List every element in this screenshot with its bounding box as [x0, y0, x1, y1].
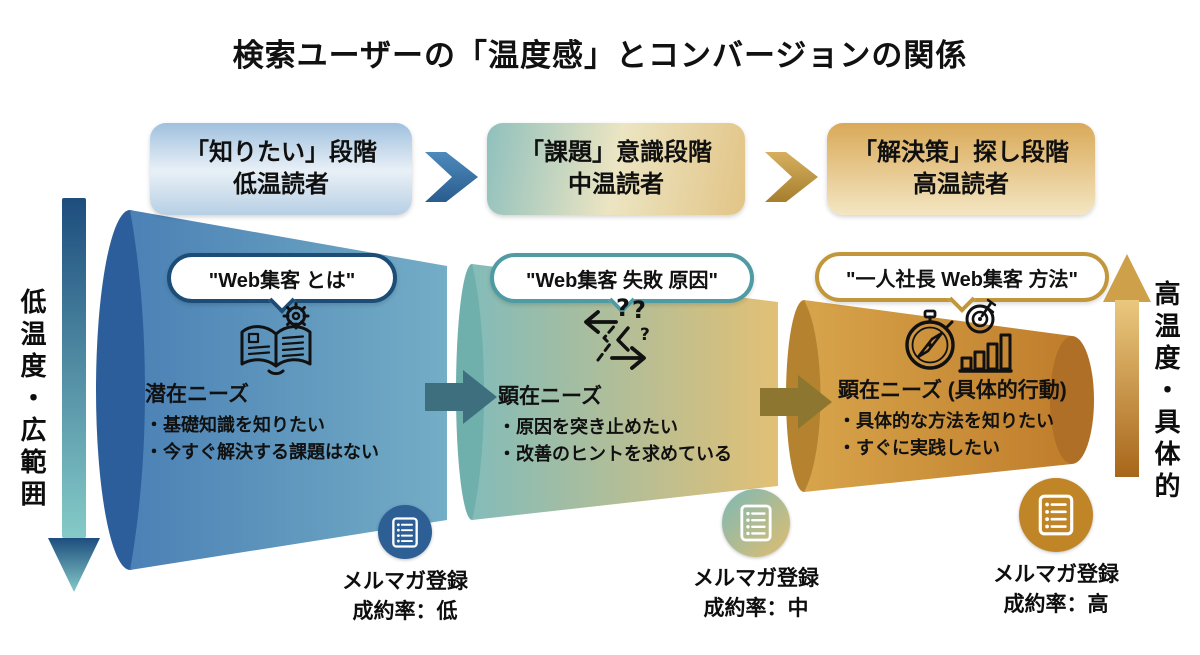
compass-target-chart-icon — [898, 294, 1016, 383]
svg-text:?: ? — [640, 325, 650, 345]
rate-label: 成約率：高 — [1003, 593, 1109, 616]
chevron-right-icon — [765, 152, 818, 202]
needs-item: ・改善のヒントを求めている — [498, 444, 732, 464]
funnel-segment-3 — [804, 300, 1072, 492]
stage-2-search-query: "Web集客 失敗 原因" — [490, 253, 754, 314]
stage-1-header: 「知りたい」段階 低温読者 — [150, 123, 412, 215]
stage-1-header-line1: 「知りたい」段階 — [185, 138, 377, 166]
funnel-segment-2 — [472, 264, 778, 520]
left-axis-label: 低温度・広範囲 — [17, 288, 47, 512]
stage-2-needs: 顕在ニーズ ・原因を突き止めたい ・改善のヒントを求めている — [498, 380, 798, 468]
up-arrow-icon — [1103, 254, 1151, 477]
funnel-segment-3-end-cap — [1050, 336, 1094, 464]
stage-3-needs: 顕在ニーズ (具体的行動) ・具体的な方法を知りたい ・すぐに実践したい — [838, 374, 1138, 462]
stage-1-needs: 潜在ニーズ ・基礎知識を知りたい ・今すぐ解決する課題はない — [145, 378, 445, 466]
needs-title: 顕在ニーズ (具体的行動) — [838, 379, 1067, 402]
cta-label: メルマガ登録 — [693, 567, 819, 590]
stage-3-header: 「解決策」探し段階 高温読者 — [827, 123, 1095, 215]
newsletter-badge-3 — [1019, 478, 1093, 552]
svg-text:?: ? — [616, 296, 630, 322]
svg-text:?: ? — [632, 296, 646, 324]
down-arrow-icon — [48, 198, 100, 592]
cta-label: メルマガ登録 — [993, 563, 1119, 586]
query-text: "一人社長 Web集客 方法" — [846, 268, 1078, 291]
query-text: "Web集客 とは" — [208, 269, 356, 292]
stage-3-search-query: "一人社長 Web集客 方法" — [815, 252, 1109, 313]
stage-transition-arrow-icon — [760, 375, 832, 429]
checklist-icon — [740, 504, 772, 542]
rate-label: 成約率：中 — [703, 597, 809, 620]
book-gear-icon — [236, 300, 320, 385]
needs-item: ・今すぐ解決する課題はない — [145, 442, 379, 462]
stage-2-header-line2: 中温読者 — [568, 171, 664, 198]
right-axis-label: 高温度・具体的 — [1151, 280, 1181, 504]
query-text: "Web集客 失敗 原因" — [526, 269, 718, 292]
newsletter-badge-1 — [378, 505, 432, 559]
stage-2-header: 「課題」意識段階 中温読者 — [487, 123, 745, 215]
needs-title: 顕在ニーズ — [498, 385, 602, 408]
chevron-right-icon — [425, 152, 478, 202]
stage-1-header-line2: 低温読者 — [233, 171, 329, 198]
page-title: 検索ユーザーの「温度感」とコンバージョンの関係 — [232, 38, 968, 73]
needs-item: ・具体的な方法を知りたい — [838, 411, 1054, 431]
stage-3-header-line1: 「解決策」探し段階 — [853, 138, 1069, 166]
stage-3-header-line2: 高温読者 — [913, 171, 1009, 198]
cta-label: メルマガ登録 — [342, 570, 468, 593]
stage-transition-arrow-icon — [425, 370, 497, 424]
needs-item: ・すぐに実践したい — [838, 438, 1000, 458]
newsletter-badge-2 — [722, 489, 790, 557]
needs-item: ・原因を突き止めたい — [498, 417, 678, 437]
checklist-icon — [392, 516, 418, 548]
stage-1-search-query: "Web集客 とは" — [167, 253, 397, 314]
needs-title: 潜在ニーズ — [145, 383, 249, 406]
stage-2-header-line1: 「課題」意識段階 — [520, 138, 712, 166]
checklist-icon — [1038, 494, 1074, 536]
needs-item: ・基礎知識を知りたい — [145, 415, 325, 435]
confused-arrows-icon: ? ? ? — [572, 294, 664, 381]
rate-label: 成約率：低 — [352, 600, 458, 623]
